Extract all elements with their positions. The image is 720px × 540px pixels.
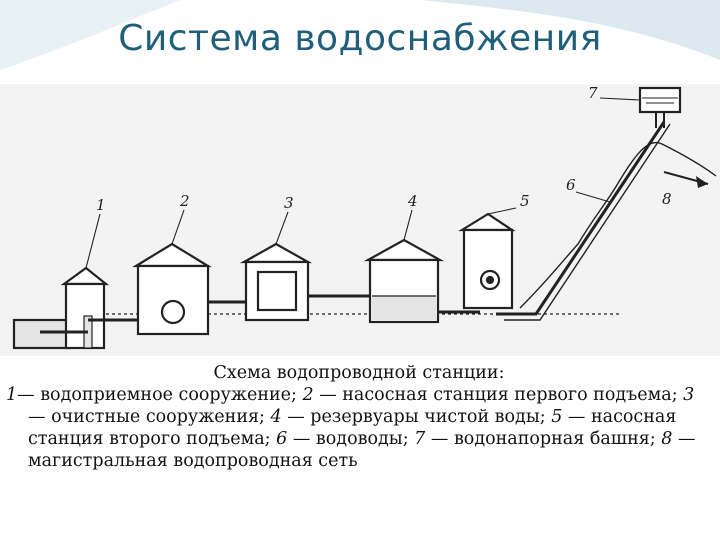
legend-num-3: 3 [683, 385, 695, 405]
figure-caption: Схема водопроводной станции: 1— водоприе… [6, 362, 712, 472]
legend-num-7: 7 [414, 429, 426, 449]
page-title: Система водоснабжения [118, 18, 602, 59]
legend-text-7: — водонапорная башня; [425, 429, 662, 449]
legend-text-4: — резервуары чистой воды; [281, 407, 552, 427]
water-station-scheme: 1 2 3 4 5 6 7 8 [0, 84, 720, 356]
legend-num-6: 6 [276, 429, 288, 449]
hill-contour [519, 141, 717, 309]
pump-station-2 [458, 212, 516, 310]
legend-text-1: — водоприемное сооружение; [17, 385, 303, 405]
legend-text-3: — очистные сооружения; [28, 407, 271, 427]
legend-num-4: 4 [270, 407, 282, 427]
label-2: 2 [179, 192, 190, 210]
label-6: 6 [566, 176, 576, 194]
intake-structure [60, 266, 110, 350]
label-5: 5 [520, 192, 530, 210]
legend-num-2: 2 [302, 385, 314, 405]
label-1: 1 [96, 196, 106, 214]
caption-legend: 1— водоприемное сооружение; 2 — насосная… [6, 384, 712, 472]
main-network-arrow [663, 171, 709, 188]
clean-water-reservoir [363, 238, 445, 324]
pipe-1-2 [40, 318, 138, 334]
label-8: 8 [662, 190, 672, 208]
water-tower [638, 86, 682, 128]
water-conduit [496, 121, 666, 316]
water-conduit-wall [504, 123, 671, 321]
scheme-drawing: 1 2 3 4 5 6 7 8 [12, 84, 717, 350]
legend-text-5: — насосная станция второго подъема; [28, 407, 677, 449]
label-3: 3 [284, 194, 294, 212]
label-4: 4 [407, 192, 418, 210]
legend-num-5: 5 [551, 407, 563, 427]
legend-text-8: — магистральная водопроводная сеть [28, 429, 696, 471]
legend-num-1: 1 [6, 385, 18, 405]
legend-num-8: 8 [661, 429, 673, 449]
legend-text-6: — водоводы; [287, 429, 415, 449]
treatment-facilities [239, 242, 313, 322]
river-water [12, 318, 72, 350]
pump-station-1 [132, 242, 212, 336]
label-7: 7 [588, 84, 598, 102]
legend-text-2: — насосная станция первого подъема; [313, 385, 684, 405]
caption-heading: Схема водопроводной станции: [213, 363, 505, 383]
label-leaders [85, 97, 641, 269]
header-wave-decoration [0, 0, 720, 70]
